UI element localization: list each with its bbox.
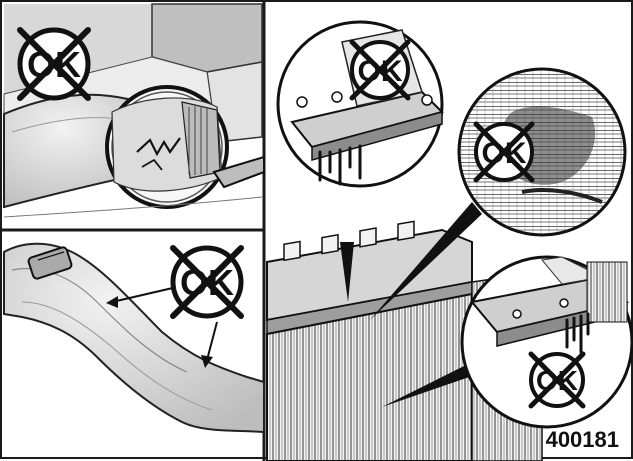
no-ok-symbol-panel-2: OK (170, 245, 244, 319)
no-ok-symbol-circle-b: OK (473, 121, 535, 183)
no-ok-symbol-circle-c: OK (528, 351, 586, 409)
panel-hose-clamp-crack (3, 3, 265, 218)
figure-number: 400181 (543, 427, 621, 452)
no-ok-symbol-circle-a: OK (349, 39, 411, 101)
panel-radiator-leaks (266, 20, 633, 461)
no-ok-symbol-panel-1: OK (17, 27, 91, 101)
panel-swollen-hose (3, 242, 265, 434)
